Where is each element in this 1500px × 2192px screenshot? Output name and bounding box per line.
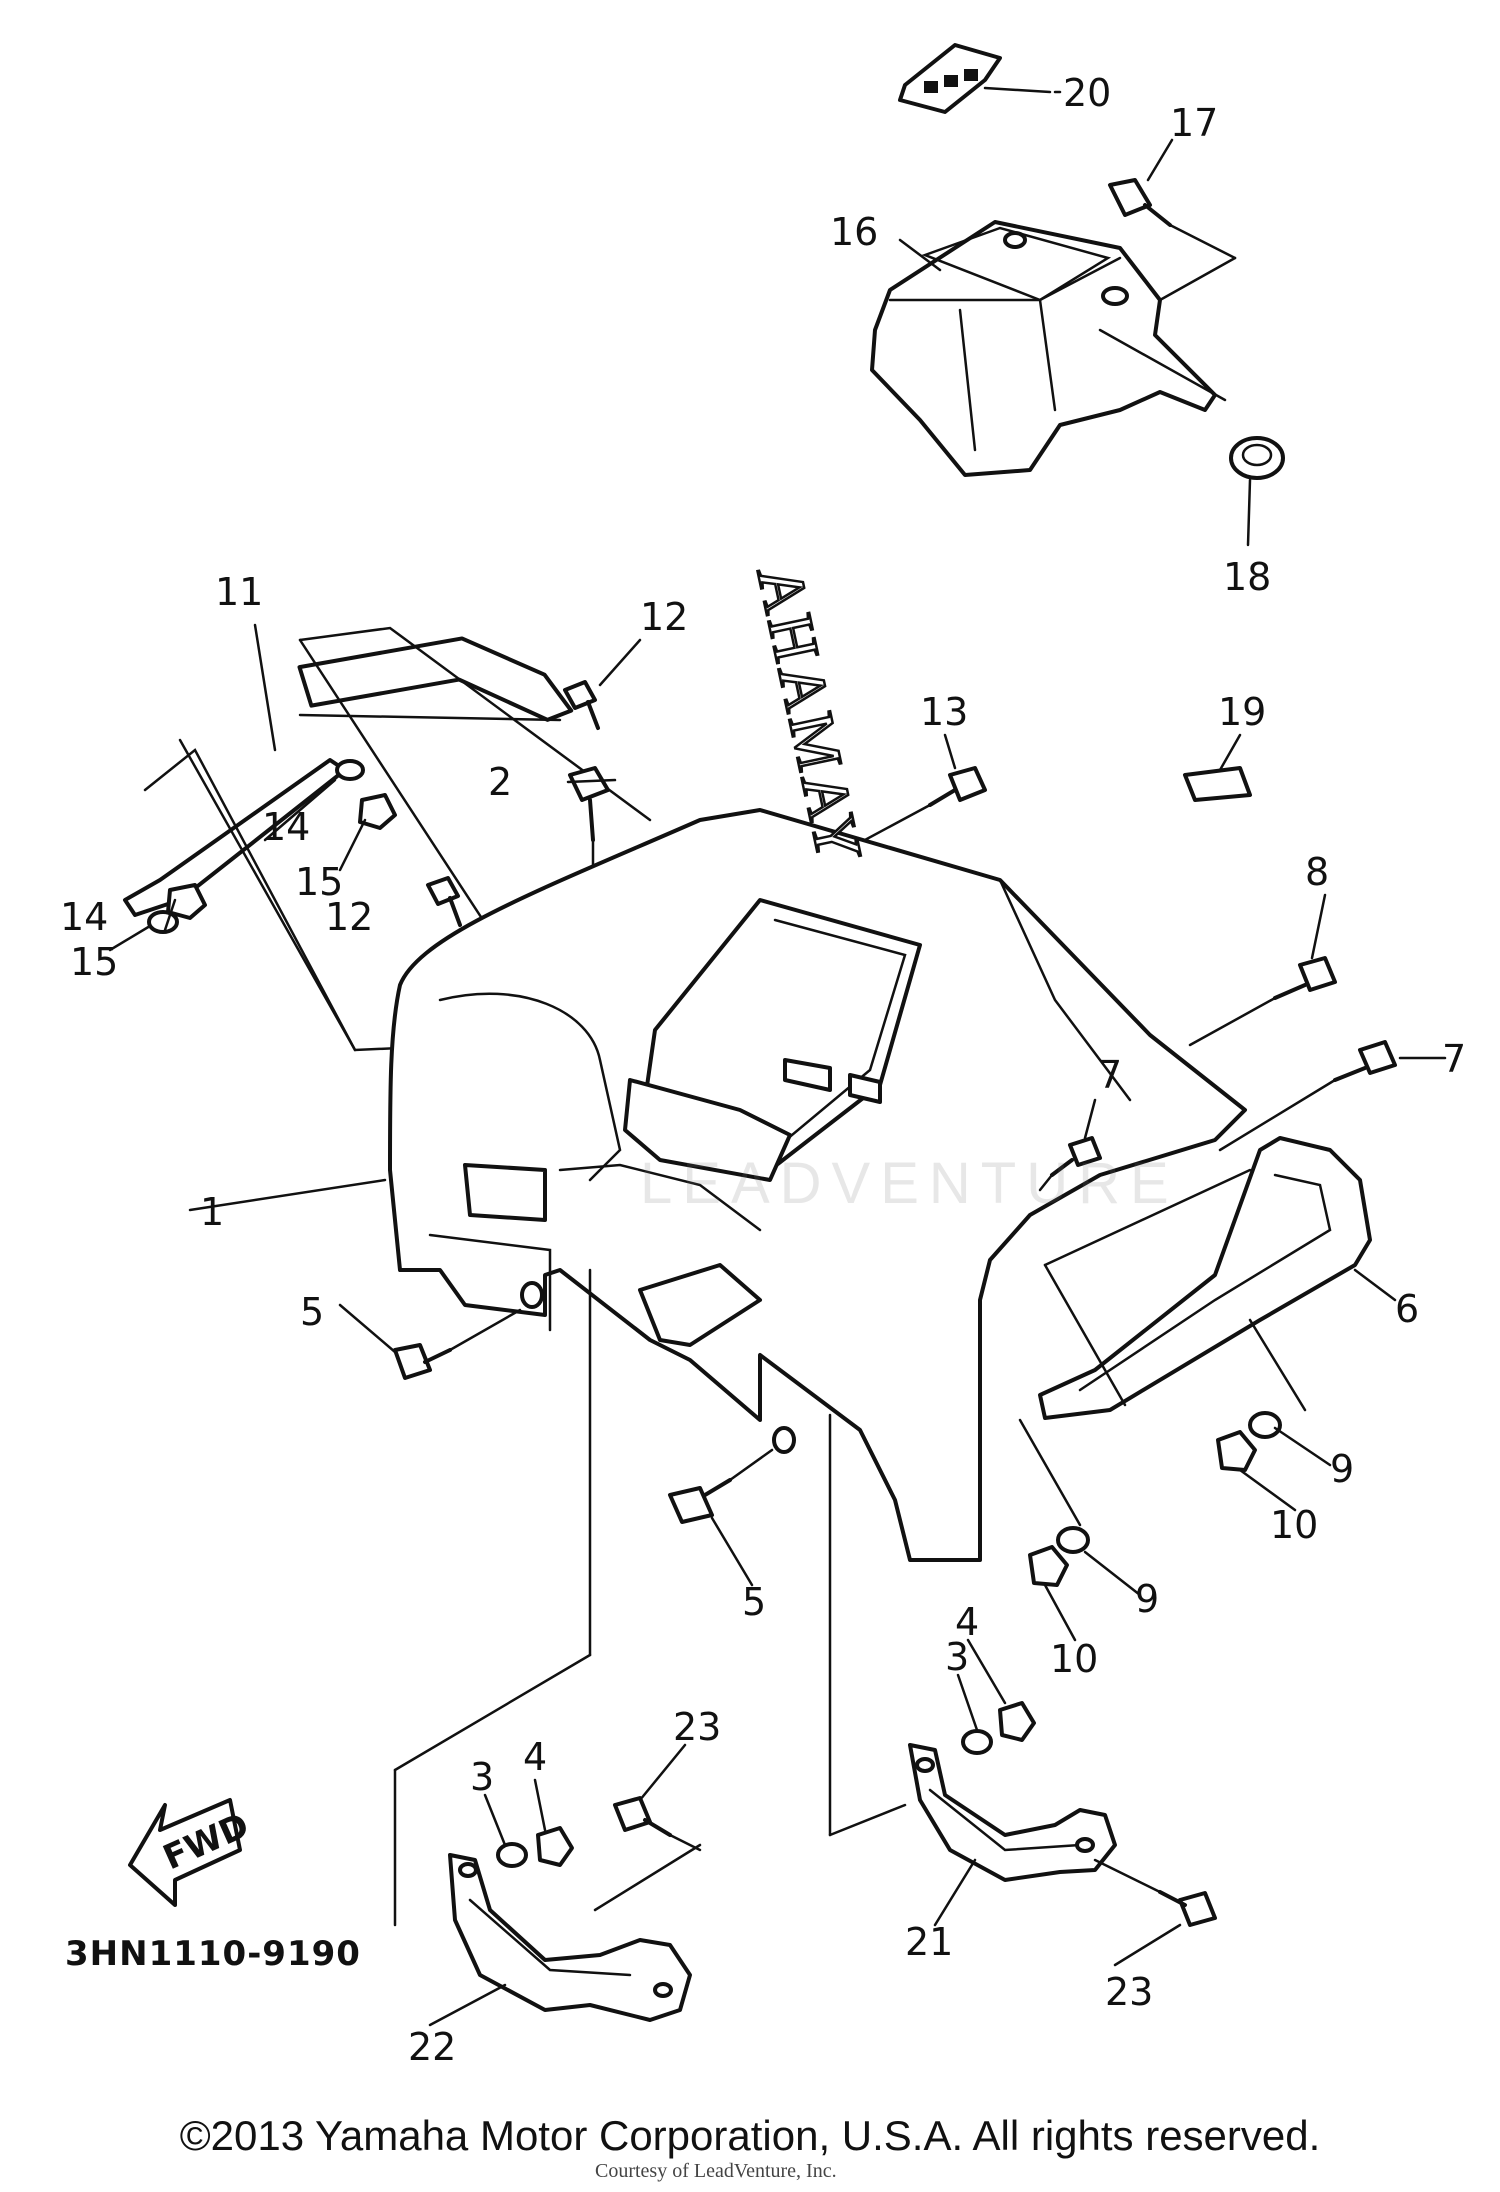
catalog-code: 3HN1110-9190 <box>65 1934 361 1974</box>
part-4-nut <box>536 1701 1036 1867</box>
part-8-bolt <box>1188 956 1337 1047</box>
callout-15-top: 15 <box>295 860 343 904</box>
part-11-guard <box>123 626 652 1052</box>
callout-2: 2 <box>488 760 512 804</box>
callout-20: 20 <box>1063 71 1111 115</box>
callout-4-left: 4 <box>523 1735 547 1779</box>
callout-17: 17 <box>1170 101 1218 145</box>
callout-9-mid: 9 <box>1135 1577 1159 1621</box>
callout-22: 22 <box>408 2025 456 2069</box>
callout-7-right: 7 <box>1442 1037 1466 1081</box>
part-16-cover <box>870 220 1227 477</box>
courtesy-notice: Courtesy of LeadVenture, Inc. <box>595 2160 837 2182</box>
part-6-flap <box>1018 1136 1372 1527</box>
callout-13: 13 <box>920 690 968 734</box>
callouts: 20 17 16 18 11 12 13 19 2 14 15 12 14 15… <box>60 71 1466 2069</box>
fwd-arrow: FWD <box>128 1798 255 1907</box>
part-12-bolt <box>426 680 600 927</box>
callout-12-top: 12 <box>640 595 688 639</box>
assembly-lines <box>393 1268 907 1927</box>
callout-14-left: 14 <box>60 895 108 939</box>
callout-10-mid: 10 <box>1050 1637 1098 1681</box>
part-23-bolt <box>613 1796 1217 1927</box>
part-20-clip <box>898 43 1052 114</box>
callout-11: 11 <box>215 570 263 614</box>
part-18-grommet <box>1229 436 1285 547</box>
callout-3-left: 3 <box>470 1755 494 1799</box>
callout-21: 21 <box>905 1920 953 1964</box>
callout-15-left: 15 <box>70 940 118 984</box>
callout-1: 1 <box>200 1190 224 1234</box>
callout-14-top: 14 <box>262 805 310 849</box>
callout-12-mid: 12 <box>325 895 373 939</box>
part-22-grab-handle <box>448 1843 702 2022</box>
watermark: LEADVENTURE <box>640 1151 1179 1216</box>
part-21-grab-handle <box>908 1743 1117 1882</box>
callout-23-left: 23 <box>673 1705 721 1749</box>
callout-7-left: 7 <box>1098 1053 1122 1097</box>
callout-3-right: 3 <box>945 1635 969 1679</box>
copyright-notice: ©2013 Yamaha Motor Corporation, U.S.A. A… <box>179 2112 1321 2159</box>
part-17-bolt <box>1108 178 1237 302</box>
leader-lines <box>108 90 1447 2027</box>
part-10-nut <box>1028 1430 1257 1587</box>
callout-8: 8 <box>1305 850 1329 894</box>
callout-23-right: 23 <box>1105 1970 1153 2014</box>
part-1-rear-fender: YAMAHA <box>388 554 1247 1562</box>
callout-6: 6 <box>1395 1287 1419 1331</box>
callout-4-right: 4 <box>955 1600 979 1644</box>
part-5-bolt <box>393 1308 774 1524</box>
callout-5-left: 5 <box>300 1290 324 1334</box>
part-15-nut-left <box>166 793 397 920</box>
part-3-washer <box>496 1729 993 1868</box>
part-19-pad <box>1183 766 1252 802</box>
part-7-bolt <box>1038 1040 1397 1192</box>
callout-10-right: 10 <box>1270 1503 1318 1547</box>
callout-16: 16 <box>830 210 878 254</box>
part-9-washer <box>1056 1411 1282 1554</box>
callout-9-right: 9 <box>1330 1447 1354 1491</box>
callout-18: 18 <box>1223 555 1271 599</box>
callout-19: 19 <box>1218 690 1266 734</box>
callout-5-mid: 5 <box>742 1580 766 1624</box>
